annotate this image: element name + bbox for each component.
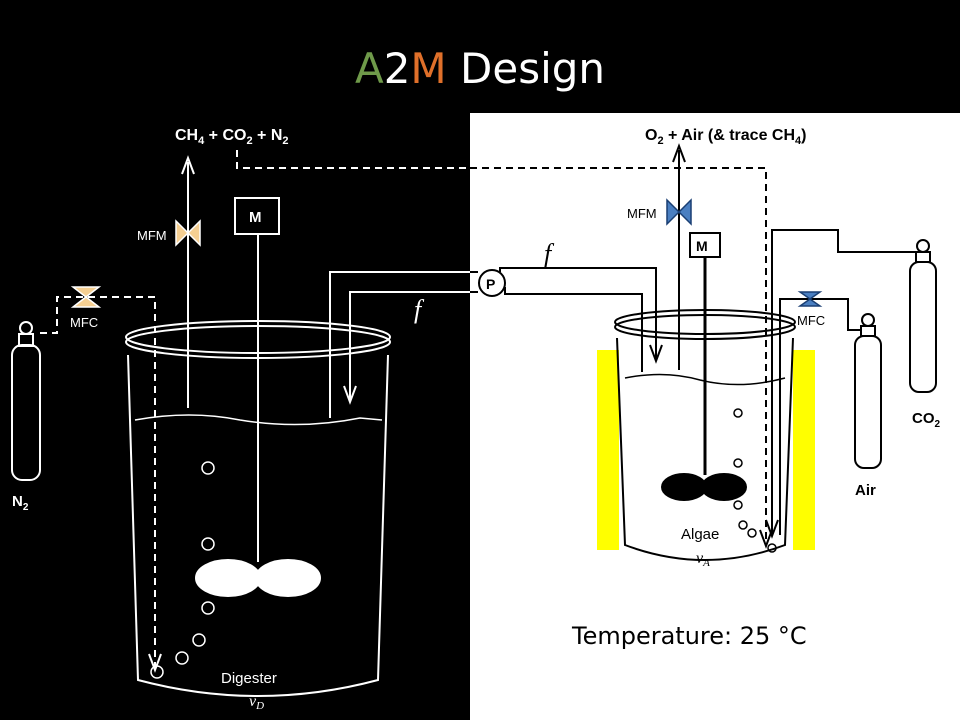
- mfm-label-left: MFM: [137, 228, 167, 243]
- algae-system: [470, 143, 937, 561]
- flow-label-right: f: [544, 239, 555, 268]
- mfc-valve-right: [797, 291, 823, 307]
- co2-tank-label: CO2: [912, 410, 941, 430]
- page-title: A2M Design: [0, 44, 960, 93]
- digester-label: Digester: [221, 670, 277, 687]
- mfm-valve-left: [175, 219, 201, 247]
- digester-volume-label: vD: [249, 693, 264, 712]
- gas-transfer-line-left: [236, 150, 470, 169]
- bubbles-left: [150, 461, 215, 679]
- pump-to-algae-line: [504, 287, 643, 372]
- algae-label: Algae: [681, 526, 719, 543]
- mfc-label-right: MFC: [797, 313, 825, 328]
- mfc-label-left: MFC: [70, 315, 98, 330]
- title-m: M: [410, 44, 447, 93]
- digester-system: [11, 150, 470, 697]
- mfm-valve-right: [666, 198, 692, 226]
- motor-label-left: M: [249, 209, 262, 226]
- flow-label-left: f: [414, 295, 425, 324]
- co2-tank: [909, 239, 937, 393]
- pump: [478, 269, 506, 297]
- co2-feed-line: [771, 229, 920, 535]
- right-panel: [470, 113, 960, 720]
- temperature-label: Temperature: 25 °C: [572, 622, 807, 650]
- title-2: 2: [383, 44, 411, 93]
- n2-feed-line: [40, 296, 156, 668]
- impeller-left: [195, 559, 321, 597]
- bubbles-right: [733, 408, 777, 553]
- air-tank: [854, 313, 882, 469]
- algae-volume-label: vA: [696, 550, 710, 569]
- heater-left: [597, 350, 619, 550]
- algae-to-pump-line: [499, 267, 657, 358]
- mfm-label-right: MFM: [627, 206, 657, 221]
- n2-tank-label: N2: [12, 493, 29, 513]
- motor-label-right: M: [696, 238, 708, 254]
- n2-tank: [11, 321, 41, 481]
- gas-transfer-line-right: [470, 167, 767, 545]
- pump-label: P: [486, 276, 495, 292]
- title-a: A: [354, 44, 384, 93]
- title-rest: Design: [446, 44, 606, 93]
- heater-right: [793, 350, 815, 550]
- return-line-left: [329, 271, 470, 418]
- air-tank-label: Air: [855, 482, 876, 499]
- gas-output-label-right: O2 + Air (& trace CH4): [645, 127, 806, 147]
- digester-vessel: [125, 320, 391, 697]
- impeller-right: [661, 473, 747, 501]
- gas-output-label-left: CH4 + CO2 + N2: [175, 127, 289, 147]
- mfc-valve-left: [70, 286, 102, 308]
- feed-line-left: [349, 291, 470, 400]
- air-feed-line: [779, 298, 862, 535]
